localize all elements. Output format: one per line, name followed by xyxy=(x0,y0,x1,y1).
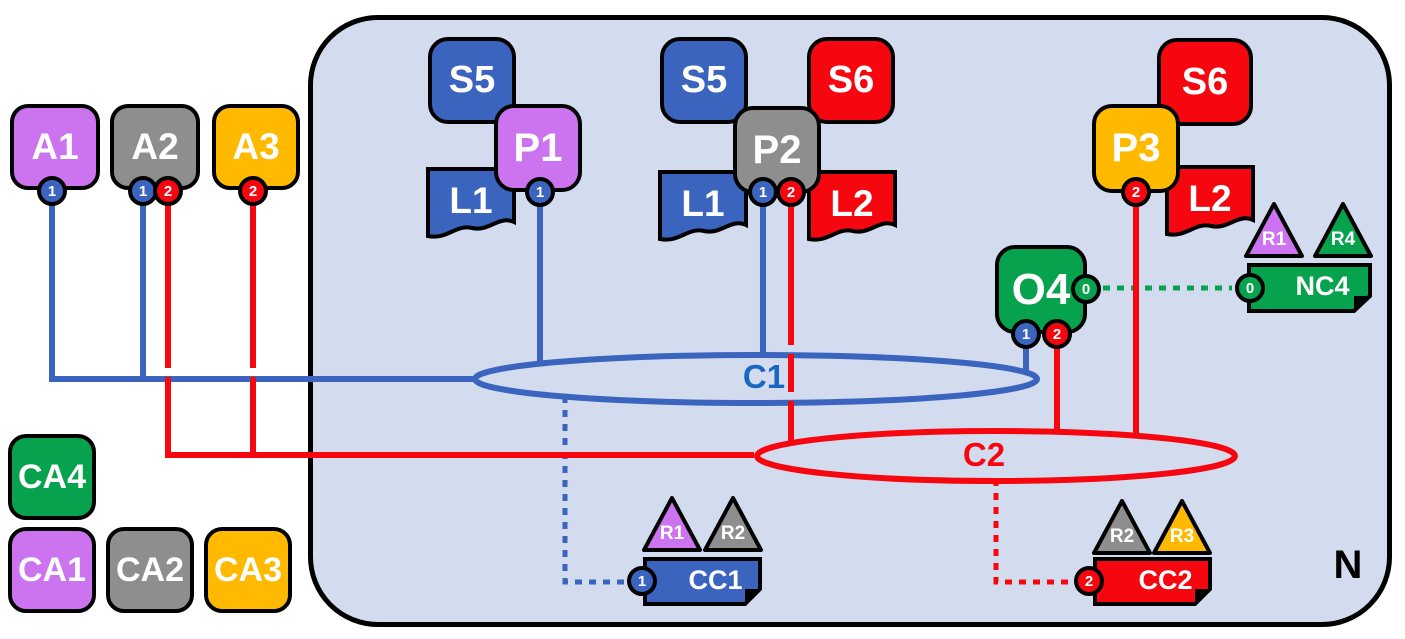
collector-cc1-label: CC1 xyxy=(688,565,743,595)
catalog-ca4-box: CA4 xyxy=(8,434,96,520)
collector-nc4-card: NC4 xyxy=(1246,262,1373,314)
port-o4-0: 0 xyxy=(1071,274,1101,304)
log-l2-p2-label: L2 xyxy=(830,183,874,224)
link-a1-c1 xyxy=(49,198,478,382)
agent-a2-label: A2 xyxy=(131,126,179,167)
agent-a1-label: A1 xyxy=(31,126,79,167)
service-s6-p2-label: S6 xyxy=(827,59,875,101)
log-l1-p2-label: L1 xyxy=(681,183,725,224)
pod-p2-label: P2 xyxy=(752,127,802,172)
port-p2-1: 1 xyxy=(748,177,778,207)
channel-c2-ellipse xyxy=(754,428,1238,484)
resource-r2-cc2-label: R2 xyxy=(1109,526,1135,547)
service-s6-p2-box: S6 xyxy=(807,37,895,124)
agent-a3-label: A3 xyxy=(232,126,280,167)
catalog-ca4-label: CA4 xyxy=(17,457,87,496)
port-o4-2: 2 xyxy=(1042,319,1072,349)
port-p2-2: 2 xyxy=(776,177,806,207)
link-c1-cc1-dotted xyxy=(562,396,625,585)
port-a3-2: 2 xyxy=(238,176,268,206)
catalog-ca1-box: CA1 xyxy=(8,527,96,613)
port-p3-2: 2 xyxy=(1121,177,1151,207)
network-label: N xyxy=(1333,543,1363,587)
collector-cc2-card: CC2 xyxy=(1092,556,1213,607)
catalog-ca2-box: CA2 xyxy=(106,527,194,613)
link-a2-a3-c2 xyxy=(165,198,754,458)
agent-a3-box: A3 xyxy=(212,104,300,190)
port-cc2-2: 2 xyxy=(1074,566,1104,596)
log-l2-p3-banner: L2 xyxy=(1164,164,1256,238)
catalog-ca1-label: CA1 xyxy=(17,550,87,589)
resource-r1-nc4-triangle: R1 xyxy=(1243,202,1305,259)
log-l1-p2-banner: L1 xyxy=(657,169,749,243)
resource-r1-cc1-triangle: R1 xyxy=(641,496,703,553)
service-s6-p3-label: S6 xyxy=(1181,60,1229,103)
catalog-ca3-box: CA3 xyxy=(204,527,292,613)
pod-p2-box: P2 xyxy=(733,106,821,194)
catalog-ca2-label: CA2 xyxy=(115,550,185,589)
resource-r2-cc2-triangle: R2 xyxy=(1091,499,1153,556)
service-s5-p1-label: S5 xyxy=(448,59,496,101)
pod-p3-label: P3 xyxy=(1111,126,1161,170)
resource-r3-cc2-triangle: R3 xyxy=(1151,499,1213,556)
catalog-ca3-label: CA3 xyxy=(213,550,283,589)
port-cc1-1: 1 xyxy=(627,566,657,596)
port-nc4-0: 0 xyxy=(1235,273,1265,303)
channel-c2-label: C2 xyxy=(962,436,1006,473)
collector-cc1-card: CC1 xyxy=(642,556,763,607)
log-l1-p1-banner: L1 xyxy=(425,166,517,240)
resource-r3-cc2-label: R3 xyxy=(1169,526,1195,547)
resource-r1-cc1-label: R1 xyxy=(659,523,685,544)
resource-r2-cc1-label: R2 xyxy=(720,523,746,544)
agent-a1-box: A1 xyxy=(10,104,100,190)
log-l2-p2-banner: L2 xyxy=(806,169,898,243)
collector-nc4-label: NC4 xyxy=(1295,271,1350,301)
resource-r4-nc4-label: R4 xyxy=(1330,229,1356,250)
agent-a2-box: A2 xyxy=(110,104,200,190)
orchestrator-o4-label: O4 xyxy=(1011,264,1071,314)
service-s6-p3-box: S6 xyxy=(1157,38,1253,126)
log-l2-p3-label: L2 xyxy=(1188,178,1232,219)
port-a1-1: 1 xyxy=(37,176,67,206)
resource-r1-nc4-label: R1 xyxy=(1261,229,1287,250)
service-s5-p2-label: S5 xyxy=(680,59,728,101)
port-p1-1: 1 xyxy=(525,177,555,207)
service-s5-p2-box: S5 xyxy=(660,37,748,124)
resource-r2-cc1-triangle: R2 xyxy=(702,496,764,553)
channel-c1-label: C1 xyxy=(742,358,786,395)
pod-p1-label: P1 xyxy=(513,125,563,170)
link-c2-cc2-dotted xyxy=(993,479,1070,585)
collector-cc2-label: CC2 xyxy=(1138,565,1193,595)
resource-r4-nc4-triangle: R4 xyxy=(1312,202,1374,259)
orchestrator-o4-box: O4 xyxy=(995,245,1087,334)
port-a2-2: 2 xyxy=(153,176,183,206)
port-o4-1: 1 xyxy=(1011,319,1041,349)
log-l1-p1-label: L1 xyxy=(449,180,493,221)
